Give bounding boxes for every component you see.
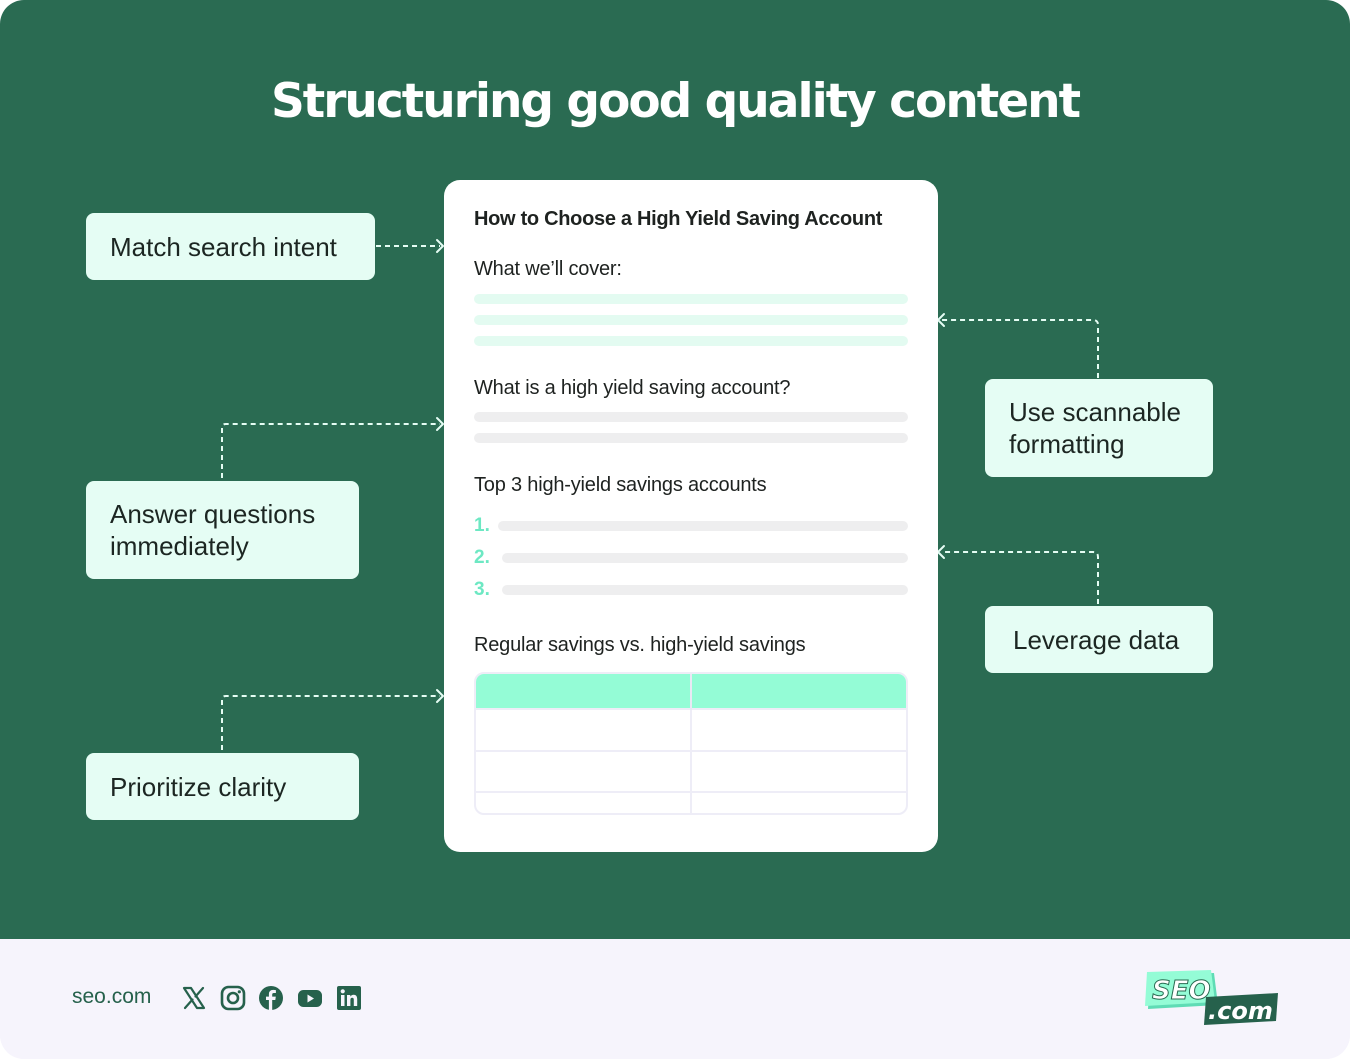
facebook-icon[interactable] [258, 985, 284, 1011]
table-cell [691, 791, 906, 813]
svg-text:SEO: SEO [1152, 976, 1211, 1006]
list-number: 3. [474, 579, 490, 600]
youtube-icon[interactable] [297, 985, 323, 1011]
table-cell [476, 708, 692, 751]
arrow-leverage-data [942, 551, 1099, 604]
arrow-answer-questions [221, 423, 440, 478]
section-heading-what-is: What is a high yield saving account? [474, 377, 791, 399]
table-row [476, 791, 906, 813]
arrowhead-icon [937, 545, 945, 559]
placeholder-line [474, 412, 908, 422]
table-cell [476, 791, 692, 813]
callout-scannable-formatting: Use scannable formatting [985, 379, 1213, 477]
callout-label: Match search intent [110, 231, 337, 262]
page-title: Structuring good quality content [270, 74, 1081, 129]
linkedin-icon[interactable] [336, 985, 362, 1011]
callout-leverage-data: Leverage data [985, 606, 1213, 673]
placeholder-line [474, 294, 908, 304]
callout-label: Leverage data [1013, 624, 1180, 655]
list-number: 1. [474, 515, 490, 536]
callout-label: Answer questions immediately [110, 499, 316, 561]
list-number: 2. [474, 547, 490, 568]
arrow-scannable-formatting [942, 319, 1099, 378]
x-icon[interactable] [181, 985, 207, 1011]
section-heading-top3: Top 3 high-yield savings accounts [474, 474, 767, 496]
main-panel: Structuring good quality content Match s… [0, 0, 1350, 939]
callout-label: Use scannable formatting [1009, 397, 1181, 459]
callout-prioritize-clarity: Prioritize clarity [86, 753, 359, 820]
arrowhead-icon [436, 689, 444, 703]
placeholder-line [474, 315, 908, 325]
table-header-row [476, 674, 906, 709]
table-cell [691, 749, 906, 793]
article-preview-card: How to Choose a High Yield Saving Accoun… [444, 180, 938, 852]
callout-answer-questions: Answer questions immediately [86, 481, 359, 579]
placeholder-line [474, 433, 908, 443]
article-title: How to Choose a High Yield Saving Accoun… [474, 208, 883, 230]
table-cell [691, 708, 906, 751]
section-heading-comparison: Regular savings vs. high-yield savings [474, 634, 806, 656]
table-header-cell [691, 674, 906, 709]
placeholder-line [502, 553, 908, 563]
footer: seo.com SEO .co [0, 939, 1350, 1059]
placeholder-line [474, 336, 908, 346]
placeholder-line [502, 585, 908, 595]
callout-match-search-intent: Match search intent [86, 213, 375, 280]
table-row [476, 708, 906, 751]
table-cell [476, 749, 692, 793]
site-link[interactable]: seo.com [72, 985, 152, 1008]
table-header-cell [476, 674, 692, 709]
section-heading-cover: What we’ll cover: [474, 258, 622, 280]
table-row [476, 749, 906, 793]
arrowhead-icon [937, 313, 945, 327]
arrowhead-icon [436, 417, 444, 431]
comparison-table [474, 672, 908, 815]
arrow-prioritize-clarity [221, 695, 440, 750]
callout-label: Prioritize clarity [110, 771, 287, 802]
seo-com-logo: SEO .com [1145, 970, 1278, 1025]
connector-arrows [221, 239, 1099, 750]
arrowhead-icon [436, 239, 444, 253]
placeholder-line [498, 521, 908, 531]
instagram-icon[interactable] [220, 985, 246, 1011]
svg-text:.com: .com [1208, 997, 1273, 1025]
